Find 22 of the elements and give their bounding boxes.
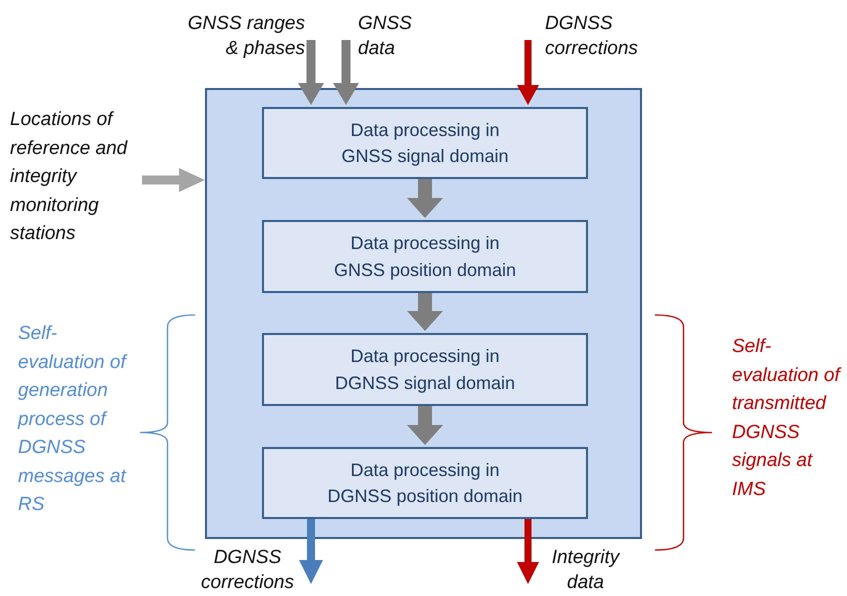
- edge-label: DGNSS corrections: [545, 12, 639, 61]
- edge-label: DGNSS corrections: [200, 546, 295, 595]
- arrow: [333, 40, 359, 105]
- annotation-text: Self-evaluation of transmitted DGNSS signals at IMS: [732, 335, 840, 502]
- arrow: [407, 177, 443, 218]
- arrow: [407, 404, 443, 445]
- annotation-text: Self-evaluation of generation process of DGNSS messages at RS: [18, 322, 128, 517]
- arrow: [299, 517, 323, 584]
- process-box: Data processing in DGNSS position domain: [262, 447, 588, 519]
- process-box: Data processing in DGNSS signal domain: [262, 333, 588, 406]
- edge-label: GNSS ranges & phases: [186, 12, 305, 61]
- arrow: [517, 517, 539, 584]
- arrow: [517, 40, 539, 105]
- input-text: Locations of reference and integrity monitoring stations: [10, 106, 142, 248]
- frame-box: [205, 88, 642, 539]
- arrow: [298, 40, 324, 105]
- edge-label: GNSS data: [358, 12, 413, 61]
- process-box: Data processing in GNSS signal domain: [262, 107, 588, 179]
- arrow: [407, 291, 443, 331]
- edge-label: Integrity data: [550, 546, 621, 595]
- arrow: [142, 168, 205, 192]
- process-box: Data processing in GNSS position domain: [262, 220, 588, 293]
